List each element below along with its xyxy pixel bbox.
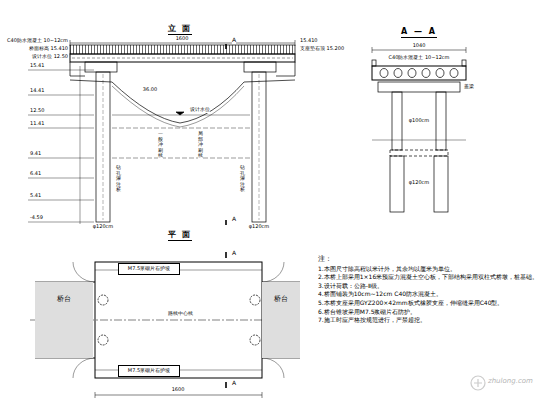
drawing-label: 1600 <box>172 387 185 393</box>
note-line: 6.桥台锥坡采用M7.5浆砌片石防护。 <box>318 309 548 316</box>
drawing-label: -4.59 <box>30 215 43 221</box>
note-line: 2.本桥上部采用1×16米预应力混凝土空心板，下部结构采用双柱式桥墩，桩基础。 <box>318 274 548 281</box>
slope-protection-box: M7.5浆砌片石护坡 <box>118 263 180 275</box>
view-title: 立 面 <box>168 25 193 35</box>
note-line: 注： <box>318 256 548 264</box>
drawing-label: φ120cm <box>409 180 429 186</box>
drawing-label: 6.41 <box>30 171 41 177</box>
drawing-label: 钻孔灌注桩 <box>240 165 245 193</box>
drawing-label: 1040 <box>413 43 426 49</box>
drawing-label: φ100cm <box>409 118 429 124</box>
drawing-label: 钻孔灌注桩 <box>116 165 121 193</box>
note-line: 7.施工时应严格按规范进行，严禁超挖。 <box>318 317 548 324</box>
drawing-label: C40防水混凝土 10~12cm <box>7 38 68 44</box>
node-text: 桥台 <box>57 296 71 304</box>
drawing-label: 15.41 <box>30 63 44 69</box>
drawing-label: 支座垫石顶 15.200 <box>300 46 344 52</box>
drawing-label: 路线中心线 <box>168 311 193 317</box>
drawing-label: A <box>232 250 236 257</box>
drawing-label: 设计水位 12.50 <box>32 54 68 60</box>
drawing-label: 1600 <box>176 36 189 42</box>
node-text: M7.5浆砌片石护坡 <box>128 368 170 374</box>
drawing-label: 15.410 <box>300 38 318 44</box>
slope-protection-box: M7.5浆砌片石护坡 <box>118 365 180 377</box>
drawing-label: φ120cm <box>249 224 269 230</box>
watermark: zhulong.com <box>488 378 533 386</box>
abutment-area: 桥台 <box>35 282 93 358</box>
note-line: 5.本桥支座采用GYZ200×42mm板式橡胶支座，伸缩缝采用C40型。 <box>318 300 548 307</box>
view-title: 平 面 <box>168 231 193 241</box>
drawing-label: 5.41 <box>30 193 41 199</box>
drawing-label: 9.41 <box>30 151 41 157</box>
drawing-label: 一般冲刷线 <box>158 131 163 159</box>
drawing-label: 11.41 <box>30 121 44 127</box>
drawing-label: 14.41 <box>30 88 44 94</box>
drawing-label: A <box>232 37 236 44</box>
drawing-label: 桥面标高 15.410 <box>29 46 68 52</box>
drawing-label: 36.00 <box>143 87 157 93</box>
node-text: 桥台 <box>274 296 288 304</box>
note-line: 4.桥面铺装为10cm~12cm C40防水混凝土。 <box>318 291 548 298</box>
note-line: 1.本图尺寸除高程以米计外，其余均以厘米为单位。 <box>318 266 548 273</box>
drawing-label: A <box>232 380 236 387</box>
node-text: M7.5浆砌片石护坡 <box>128 266 170 272</box>
notes-block: 注： 1.本图尺寸除高程以米计外，其余均以厘米为单位。2.本桥上部采用1×16米预… <box>318 256 548 326</box>
view-title: A — A <box>401 28 437 38</box>
drawing-label: 12.50 <box>30 108 44 114</box>
drawing-label: 设计水位 <box>190 107 210 113</box>
drawing-label: A <box>232 216 236 223</box>
drawing-label: C40防水混凝土 10~12cm <box>389 55 450 61</box>
note-line: 3.设计荷载：公路-Ⅱ级。 <box>318 283 548 290</box>
drawing-label: φ120cm <box>93 224 113 230</box>
drawing-label: 局部冲刷线 <box>198 131 203 159</box>
drawing-label: 盖梁 <box>464 84 474 90</box>
abutment-area: 桥台 <box>262 282 300 358</box>
